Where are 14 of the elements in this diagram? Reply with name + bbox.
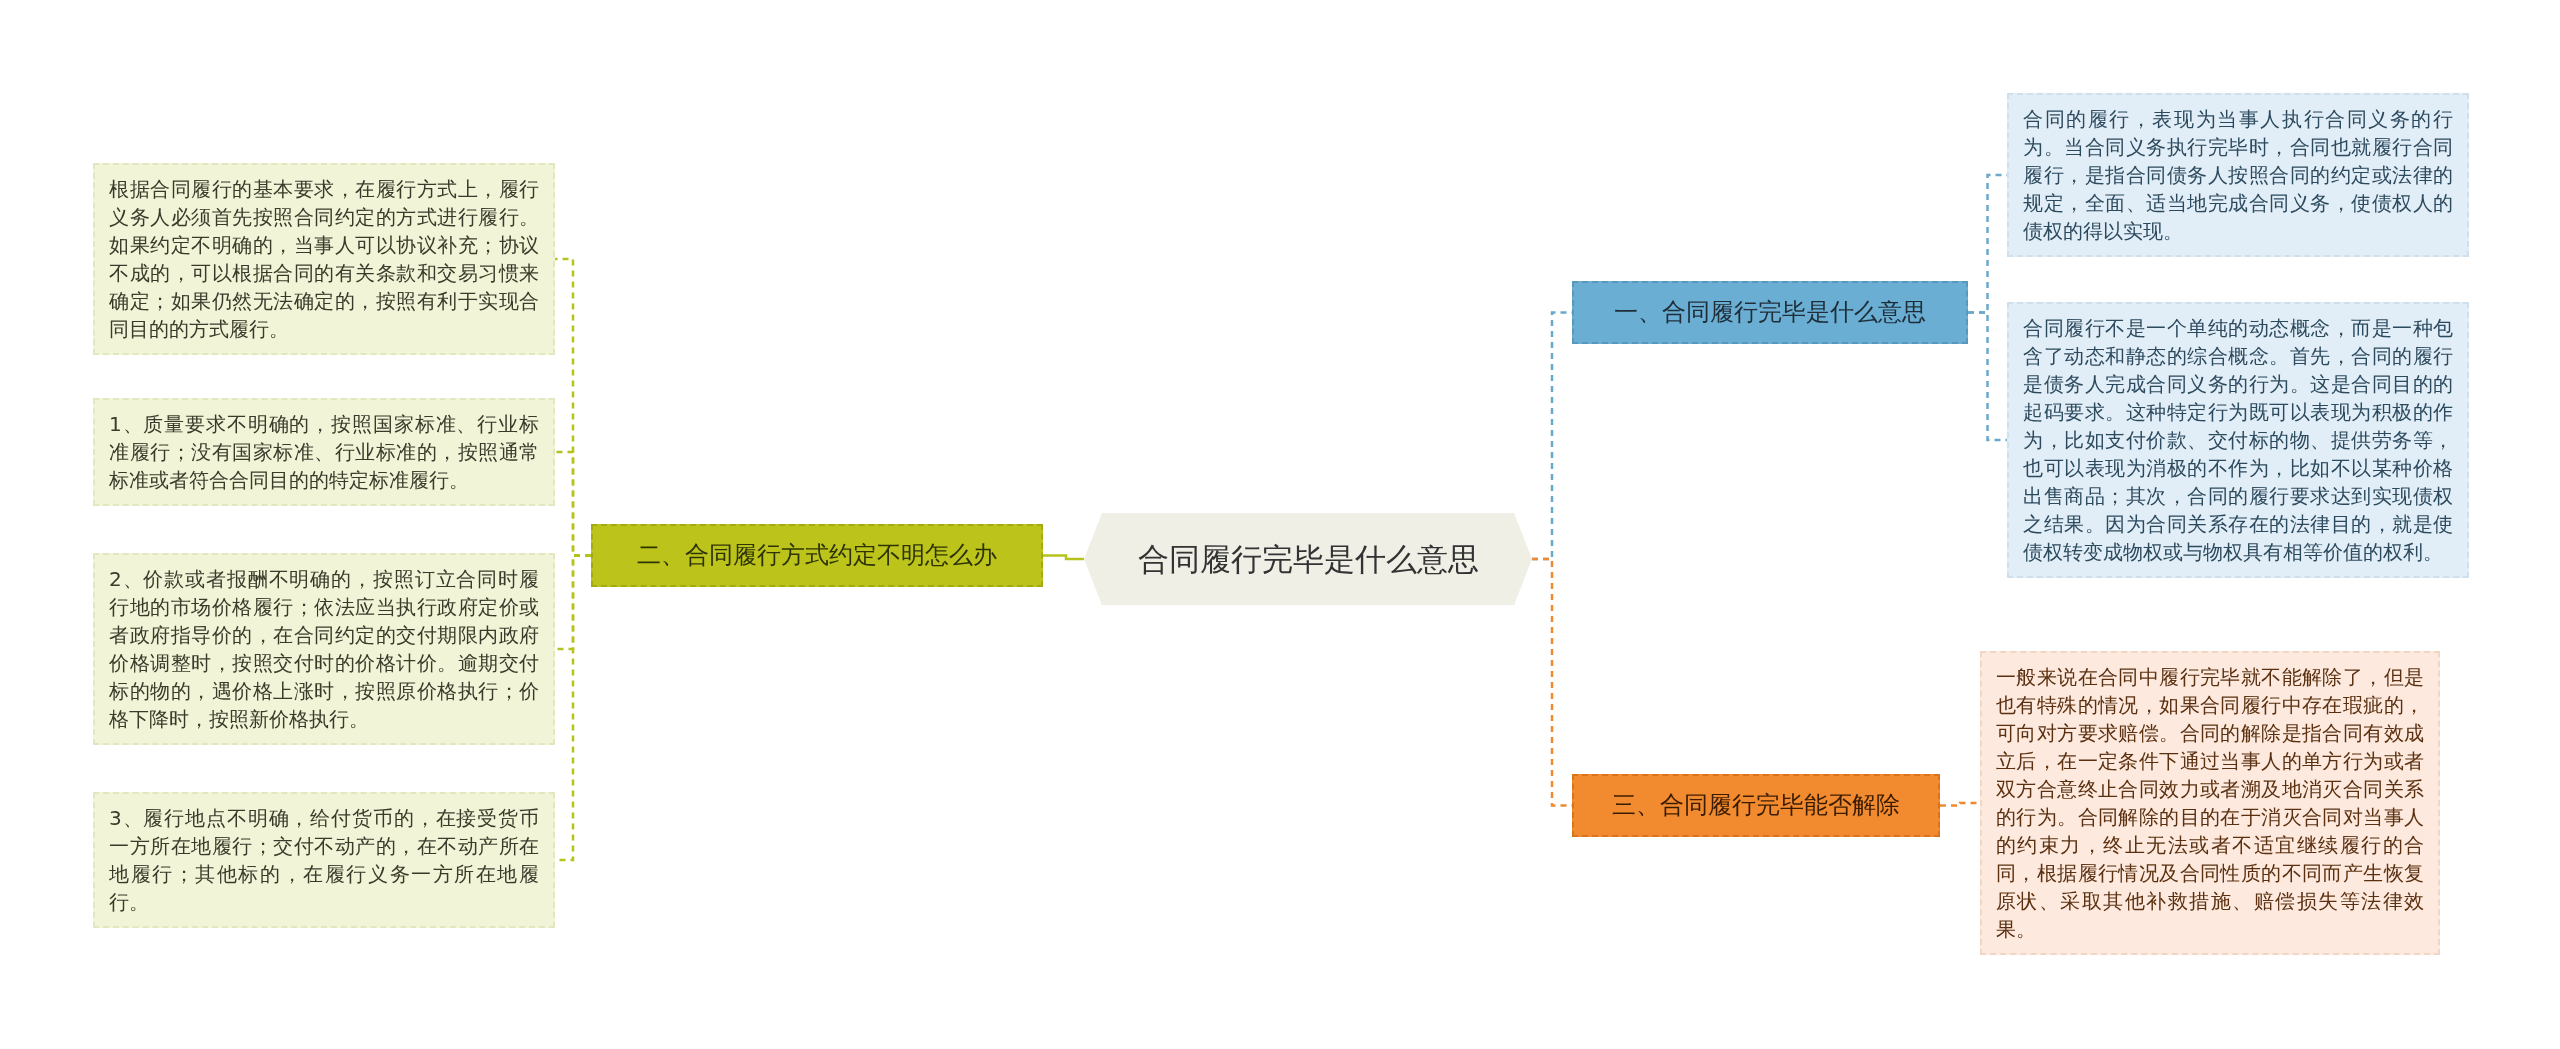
central-topic: 合同履行完毕是什么意思 [1084, 513, 1532, 605]
note-box: 根据合同履行的基本要求，在履行方式上，履行义务人必须首先按照合同约定的方式进行履行。如果约定不明确的，当事人可以协议补充；协议不成的，可以根据合同的有关条款和交易习惯来确定；如果仍然无法确定的，按照有利于实现合同目的的方式履行。 [93, 163, 555, 355]
note-box: 一般来说在合同中履行完毕就不能解除了，但是也有特殊的情况，如果合同履行中存在瑕疵的，可向对方要求赔偿。合同的解除是指合同有效成立后，在一定条件下通过当事人的单方行为或者双方合意终止合同效力或者溯及地消灭合同关系的行为。合同解除的目的在于消灭合同对当事人的约束力，终止无法或者不适宜继续履行的合同，根据履行情况及合同性质的不同而产生恢复原状、采取其他补救措施、赔偿损失等法律效果。 [1980, 651, 2440, 955]
note-box: 1、质量要求不明确的，按照国家标准、行业标准履行；没有国家标准、行业标准的，按照通常标准或者符合合同目的的特定标准履行。 [93, 398, 555, 506]
topic-box: 二、合同履行方式约定不明怎么办 [591, 524, 1043, 588]
note-box: 2、价款或者报酬不明确的，按照订立合同时履行地的市场价格履行；依法应当执行政府定价或者政府指导价的，在合同约定的交付期限内政府价格调整时，按照交付时的价格计价。逾期交付标的物的，遇价格上涨时，按照原价格执行；价格下降时，按照新价格执行。 [93, 553, 555, 745]
topic-box: 三、合同履行完毕能否解除 [1572, 774, 1940, 838]
note-box: 合同的履行，表现为当事人执行合同义务的行为。当合同义务执行完毕时，合同也就履行合同履行，是指合同债务人按照合同的约定或法律的规定，全面、适当地完成合同义务，使债权人的债权的得以实现。 [2007, 93, 2469, 257]
connector-line [1940, 801, 1980, 807]
topic-box: 一、合同履行完毕是什么意思 [1572, 281, 1968, 345]
note-box: 合同履行不是一个单纯的动态概念，而是一种包含了动态和静态的综合概念。首先，合同的履行是债务人完成合同义务的行为。这是合同目的的起码要求。这种特定行为既可以表现为积极的作为，比如支付价款、交付标的物、提供劳务等，也可以表现为消极的不作为，比如不以某种价格出售商品；其次，合同的履行要求达到实现债权之结果。因为合同关系存在的法律目的，就是使债权转变成物权或与物权具有相等价值的权利。 [2007, 302, 2469, 578]
note-box: 3、履行地点不明确，给付货币的，在接受货币一方所在地履行；交付不动产的，在不动产所在地履行；其他标的，在履行义务一方所在地履行。 [93, 792, 555, 928]
connector-line [1968, 311, 2007, 442]
connector-line [1043, 554, 1084, 561]
